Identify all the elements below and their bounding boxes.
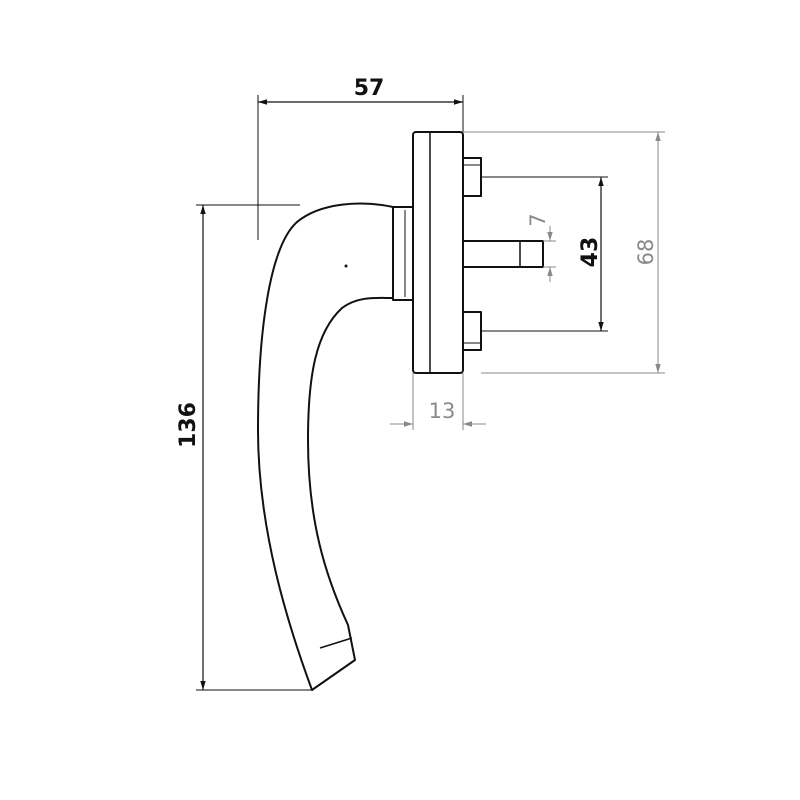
lever-dot — [344, 264, 348, 268]
spacing-dimension-label: 43 — [578, 237, 603, 268]
handle-drawing — [257, 131, 544, 691]
dimension-base-height: 68 — [463, 131, 665, 374]
handle-lever — [257, 202, 394, 691]
width-dimension-label: 57 — [354, 76, 385, 101]
thickness-dimension-label: 13 — [429, 399, 456, 423]
height-dimension-label: 136 — [176, 402, 201, 448]
spindle-dimension-label: 7 — [526, 213, 550, 226]
lever-tip-line — [319, 637, 353, 649]
top-screw — [462, 157, 482, 197]
bottom-screw — [462, 311, 482, 351]
handle-collar — [392, 206, 414, 301]
dimension-base-thickness: 13 — [390, 373, 486, 430]
dimension-width: 57 — [257, 76, 464, 240]
dimension-height: 136 — [176, 204, 312, 691]
dimension-spindle: 7 — [526, 213, 556, 282]
spindle — [462, 240, 544, 268]
base-height-dimension-label: 68 — [634, 239, 658, 266]
rosette-base-plate — [412, 131, 464, 374]
dimension-screw-spacing: 43 — [481, 176, 608, 332]
